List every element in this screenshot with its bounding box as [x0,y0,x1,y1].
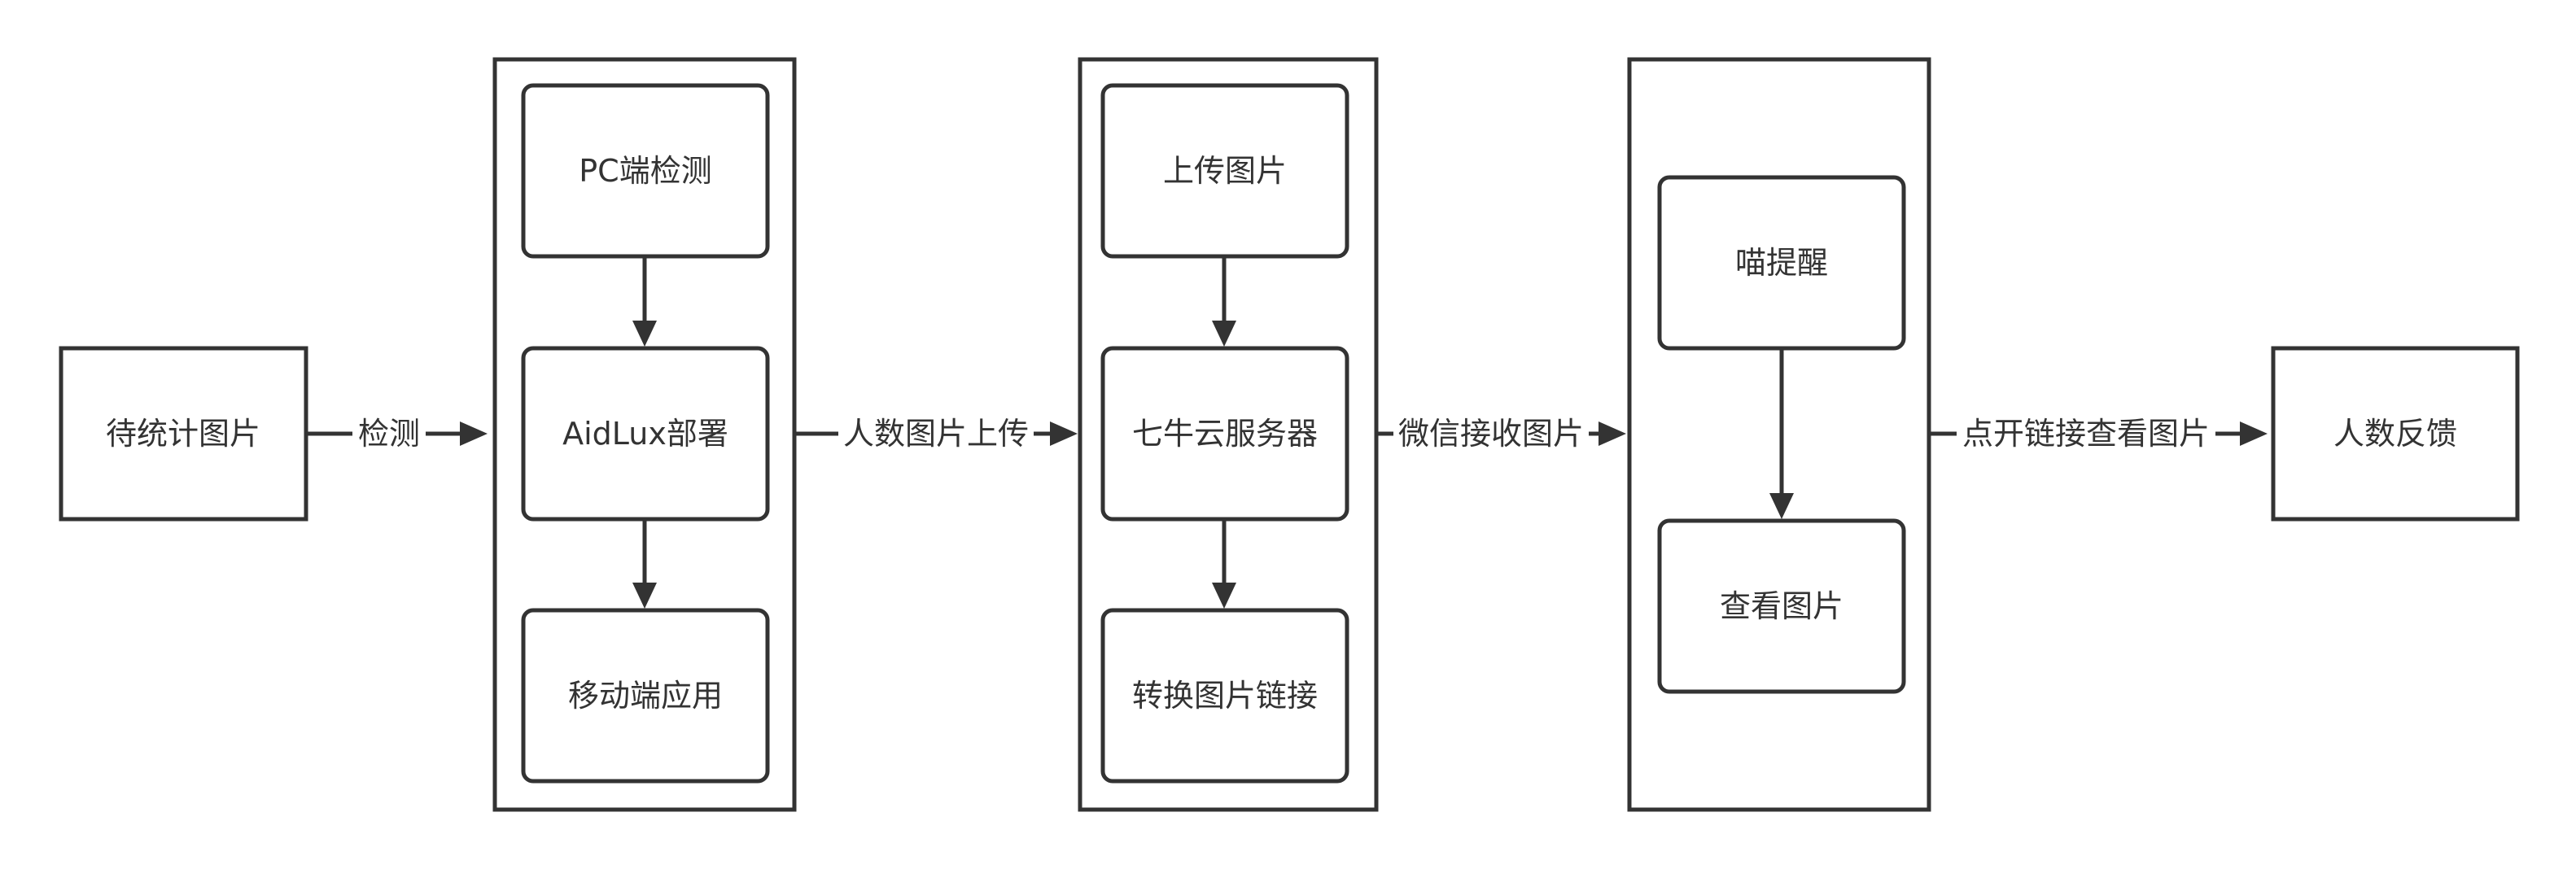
edge-detect: 检测 [307,415,488,452]
edge-label-wechat-receive: 微信接收图片 [1398,416,1584,452]
edge-label-open-link-view: 点开链接查看图片 [1962,416,2210,452]
edge-label-upload-count-image: 人数图片上传 [843,416,1029,452]
node-qiniu-server: 七牛云服务器 [1100,346,1349,522]
node-mobile-app: 移动端应用 [521,608,770,784]
node-aidlux-deploy: AidLux部署 [521,346,770,522]
node-upload-image: 上传图片 [1100,83,1349,259]
edge-open-link-view: 点开链接查看图片 [1931,415,2268,452]
edge-qiniu-to-convert [1212,519,1236,609]
node-pc-detect: PC端检测 [521,83,770,259]
node-cat-remind: 喵提醒 [1657,175,1906,351]
node-start: 待统计图片 [59,346,308,522]
edge-remind-to-view [1769,348,1794,519]
node-view-image: 查看图片 [1657,518,1906,694]
node-pc-detect-label: PC端检测 [579,153,711,189]
edge-upload-count-image: 人数图片上传 [796,415,1078,452]
node-aidlux-deploy-label: AidLux部署 [562,416,728,452]
node-cat-remind-label: 喵提醒 [1735,245,1828,281]
node-convert-link-label: 转换图片链接 [1132,678,1318,714]
edge-aidlux-to-mobile [632,519,657,609]
node-start-label: 待统计图片 [106,416,260,452]
node-upload-image-label: 上传图片 [1163,153,1287,189]
node-count-feedback: 人数反馈 [2271,346,2520,522]
node-qiniu-server-label: 七牛云服务器 [1132,416,1318,452]
node-mobile-app-label: 移动端应用 [568,678,723,714]
edge-wechat-receive: 微信接收图片 [1378,415,1626,452]
edge-pc-to-aidlux [632,257,657,347]
edge-upload-to-qiniu [1212,257,1236,347]
node-convert-link: 转换图片链接 [1100,608,1349,784]
node-view-image-label: 查看图片 [1720,588,1843,624]
edge-label-detect: 检测 [358,416,420,452]
node-count-feedback-label: 人数反馈 [2333,416,2457,452]
wechat-group [1627,57,1931,812]
